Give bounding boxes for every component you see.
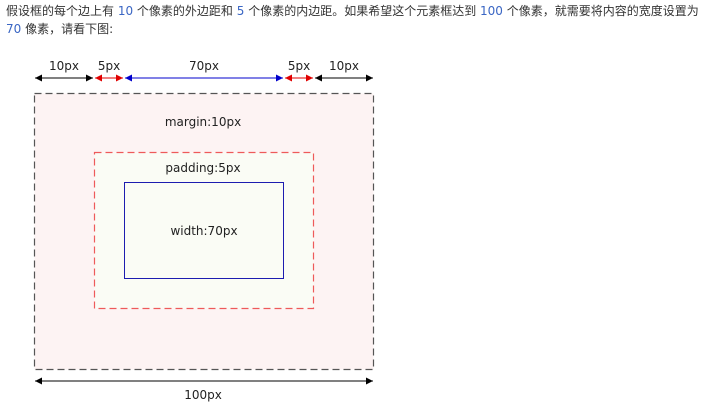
padding-right-measure-label: 5px bbox=[288, 59, 310, 73]
padding-left-measure-label: 5px bbox=[98, 59, 120, 73]
content-box bbox=[124, 182, 284, 279]
margin-right-measure-label: 10px bbox=[329, 59, 359, 73]
margin-label: margin:10px bbox=[165, 115, 241, 129]
intro-paragraph: 假设框的每个边上有 10 个像素的外边距和 5 个像素的内边距。如果希望这个元素… bbox=[6, 2, 706, 38]
intro-text-2: 个像素的外边距和 bbox=[133, 4, 237, 18]
intro-number-total: 100 bbox=[480, 4, 503, 18]
intro-text-1: 假设框的每个边上有 bbox=[6, 4, 118, 18]
intro-number-padding: 5 bbox=[236, 4, 245, 18]
intro-text-5: 像素，请看下图: bbox=[21, 22, 114, 36]
content-width-measure-label: 70px bbox=[189, 59, 219, 73]
total-width-label: 100px bbox=[184, 388, 222, 402]
padding-label: padding:5px bbox=[165, 161, 240, 175]
intro-text-4: 个像素，就需要将内容的宽度设置为 bbox=[502, 4, 699, 18]
intro-text-3: 个像素的内边距。如果希望这个元素框达到 bbox=[244, 4, 481, 18]
margin-left-measure-label: 10px bbox=[49, 59, 79, 73]
intro-number-width: 70 bbox=[6, 22, 22, 36]
intro-number-margin: 10 bbox=[117, 4, 134, 18]
content-width-label: width:70px bbox=[170, 224, 237, 238]
